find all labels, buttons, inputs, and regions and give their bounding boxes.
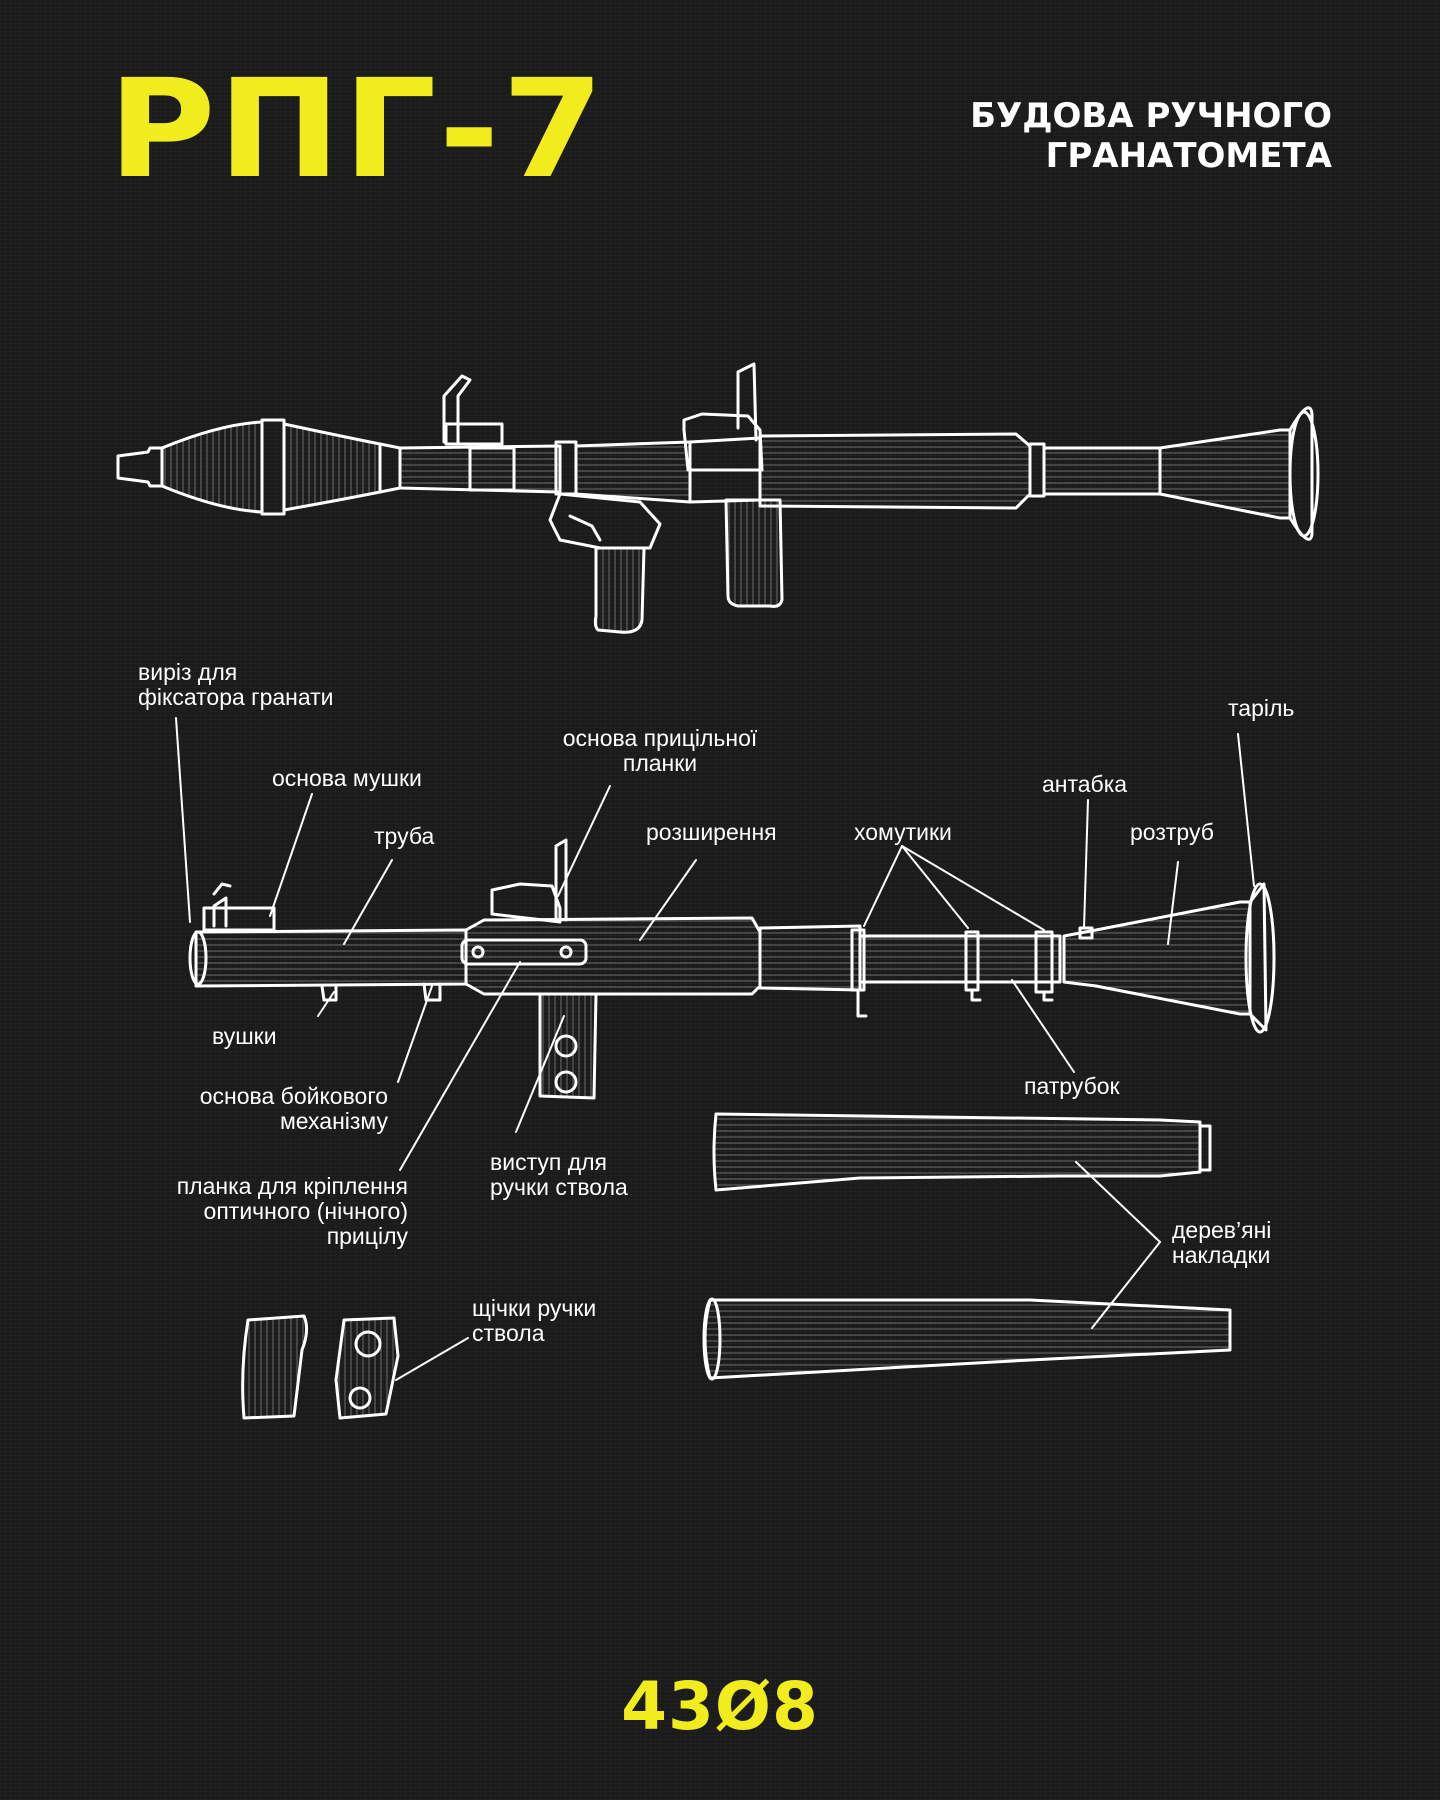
page-title: РПГ-7 bbox=[108, 51, 607, 209]
page-subtitle: БУДОВА РУЧНОГО ГРАНАТОМЕТА bbox=[912, 96, 1332, 176]
label-optical-mount-rail: планка для кріплення оптичного (нічного)… bbox=[176, 1173, 408, 1249]
callout-lines bbox=[175, 717, 1255, 1381]
label-lugs: вушки bbox=[212, 1023, 277, 1049]
label-front-sight-base: основа мушки bbox=[272, 765, 422, 791]
rpg-assembled-drawing bbox=[116, 362, 1320, 634]
rpg-body-drawing bbox=[188, 838, 1276, 1100]
label-bell: розтруб bbox=[1130, 819, 1214, 845]
label-branch-pipe: патрубок bbox=[1024, 1073, 1120, 1099]
handle-cheeks-drawing bbox=[241, 1314, 400, 1420]
wooden-covers-drawing bbox=[702, 1112, 1232, 1381]
label-firing-mechanism-base: основа бойкового механізму bbox=[199, 1083, 388, 1134]
label-widening: розширення bbox=[646, 819, 777, 845]
label-rear-sight-base: основа прицільної планки bbox=[562, 725, 758, 776]
label-grenade-latch-cutout: виріз для фіксатора гранати bbox=[138, 659, 334, 710]
brand-logo: 43Ø8 bbox=[621, 1668, 819, 1745]
label-barrel-handle-protrusion: виступ для ручки ствола bbox=[490, 1149, 628, 1200]
label-clamps: хомутики bbox=[854, 819, 952, 845]
label-plate: таріль bbox=[1228, 695, 1295, 721]
subtitle-line-1: БУДОВА РУЧНОГО bbox=[970, 96, 1332, 136]
subtitle-line-2: ГРАНАТОМЕТА bbox=[1045, 136, 1332, 176]
label-sling-swivel: антабка bbox=[1042, 771, 1128, 797]
label-wooden-covers: дерев’яні накладки bbox=[1172, 1217, 1272, 1268]
label-handle-cheeks: щічки ручки ствола bbox=[472, 1295, 597, 1346]
label-tube: труба bbox=[374, 823, 435, 849]
